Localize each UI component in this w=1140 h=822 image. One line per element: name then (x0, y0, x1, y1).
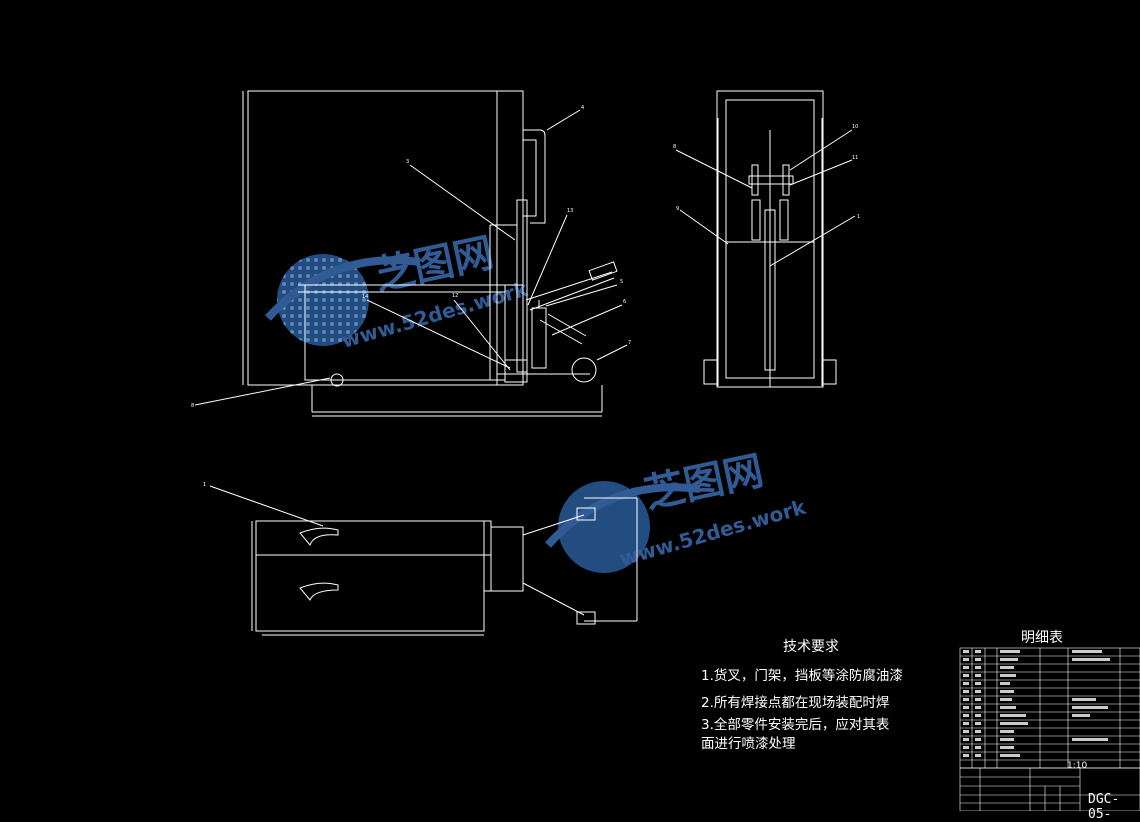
balloon-7: 7 (628, 340, 631, 346)
front-view-labels: 3 4 13 5 6 7 14 12 8 (191, 105, 631, 409)
balloon-14: 14 (362, 294, 368, 300)
top-view (209, 485, 638, 636)
balloon-3: 3 (406, 159, 409, 165)
balloon-8-side: 8 (673, 144, 676, 150)
tech-requirement-4: 面进行喷漆处理 (701, 736, 796, 752)
balloon-9: 9 (676, 206, 679, 212)
parts-list-glyphs (963, 650, 1110, 757)
balloon-6: 6 (623, 299, 626, 305)
parts-list-title: 明细表 (1021, 630, 1063, 646)
watermark-logo-mid: 芝图网 www.52des.work (545, 448, 809, 573)
balloon-1-side: 1 (857, 214, 860, 220)
side-view-labels: 8 9 10 11 1 (673, 124, 860, 220)
balloon-5: 5 (620, 279, 623, 285)
balloon-1: 1 (203, 482, 206, 488)
front-view (194, 90, 628, 417)
parts-list-table (959, 647, 1140, 769)
tech-requirement-1: 1.货叉，门架，挡板等涂防腐油漆 (701, 668, 903, 684)
balloon-13: 13 (567, 208, 573, 214)
balloon-12: 12 (452, 293, 458, 299)
load-box-outline (247, 90, 524, 386)
balloon-11: 11 (852, 155, 858, 161)
tech-requirement-2: 2.所有焊接点都在现场装配时焊 (701, 695, 890, 711)
title-block (959, 767, 1140, 811)
top-view-outline (255, 520, 485, 632)
balloon-10: 10 (852, 124, 858, 130)
watermark-logo-top: 芝图网 www.52des.work (265, 230, 531, 353)
tech-requirement-3: 3.全部零件安装完后，应对其表 (701, 717, 890, 733)
balloon-4: 4 (581, 105, 584, 111)
watermark-cn-mid: 芝图网 (641, 448, 768, 518)
tech-requirements-title: 技术要求 (783, 639, 839, 655)
side-view (675, 90, 856, 388)
top-view-labels: 1 (203, 482, 206, 488)
drawing-scale: 1:10 (1067, 761, 1088, 771)
drawing-number: DGC-05- (1088, 792, 1120, 822)
balloon-8: 8 (191, 403, 194, 409)
